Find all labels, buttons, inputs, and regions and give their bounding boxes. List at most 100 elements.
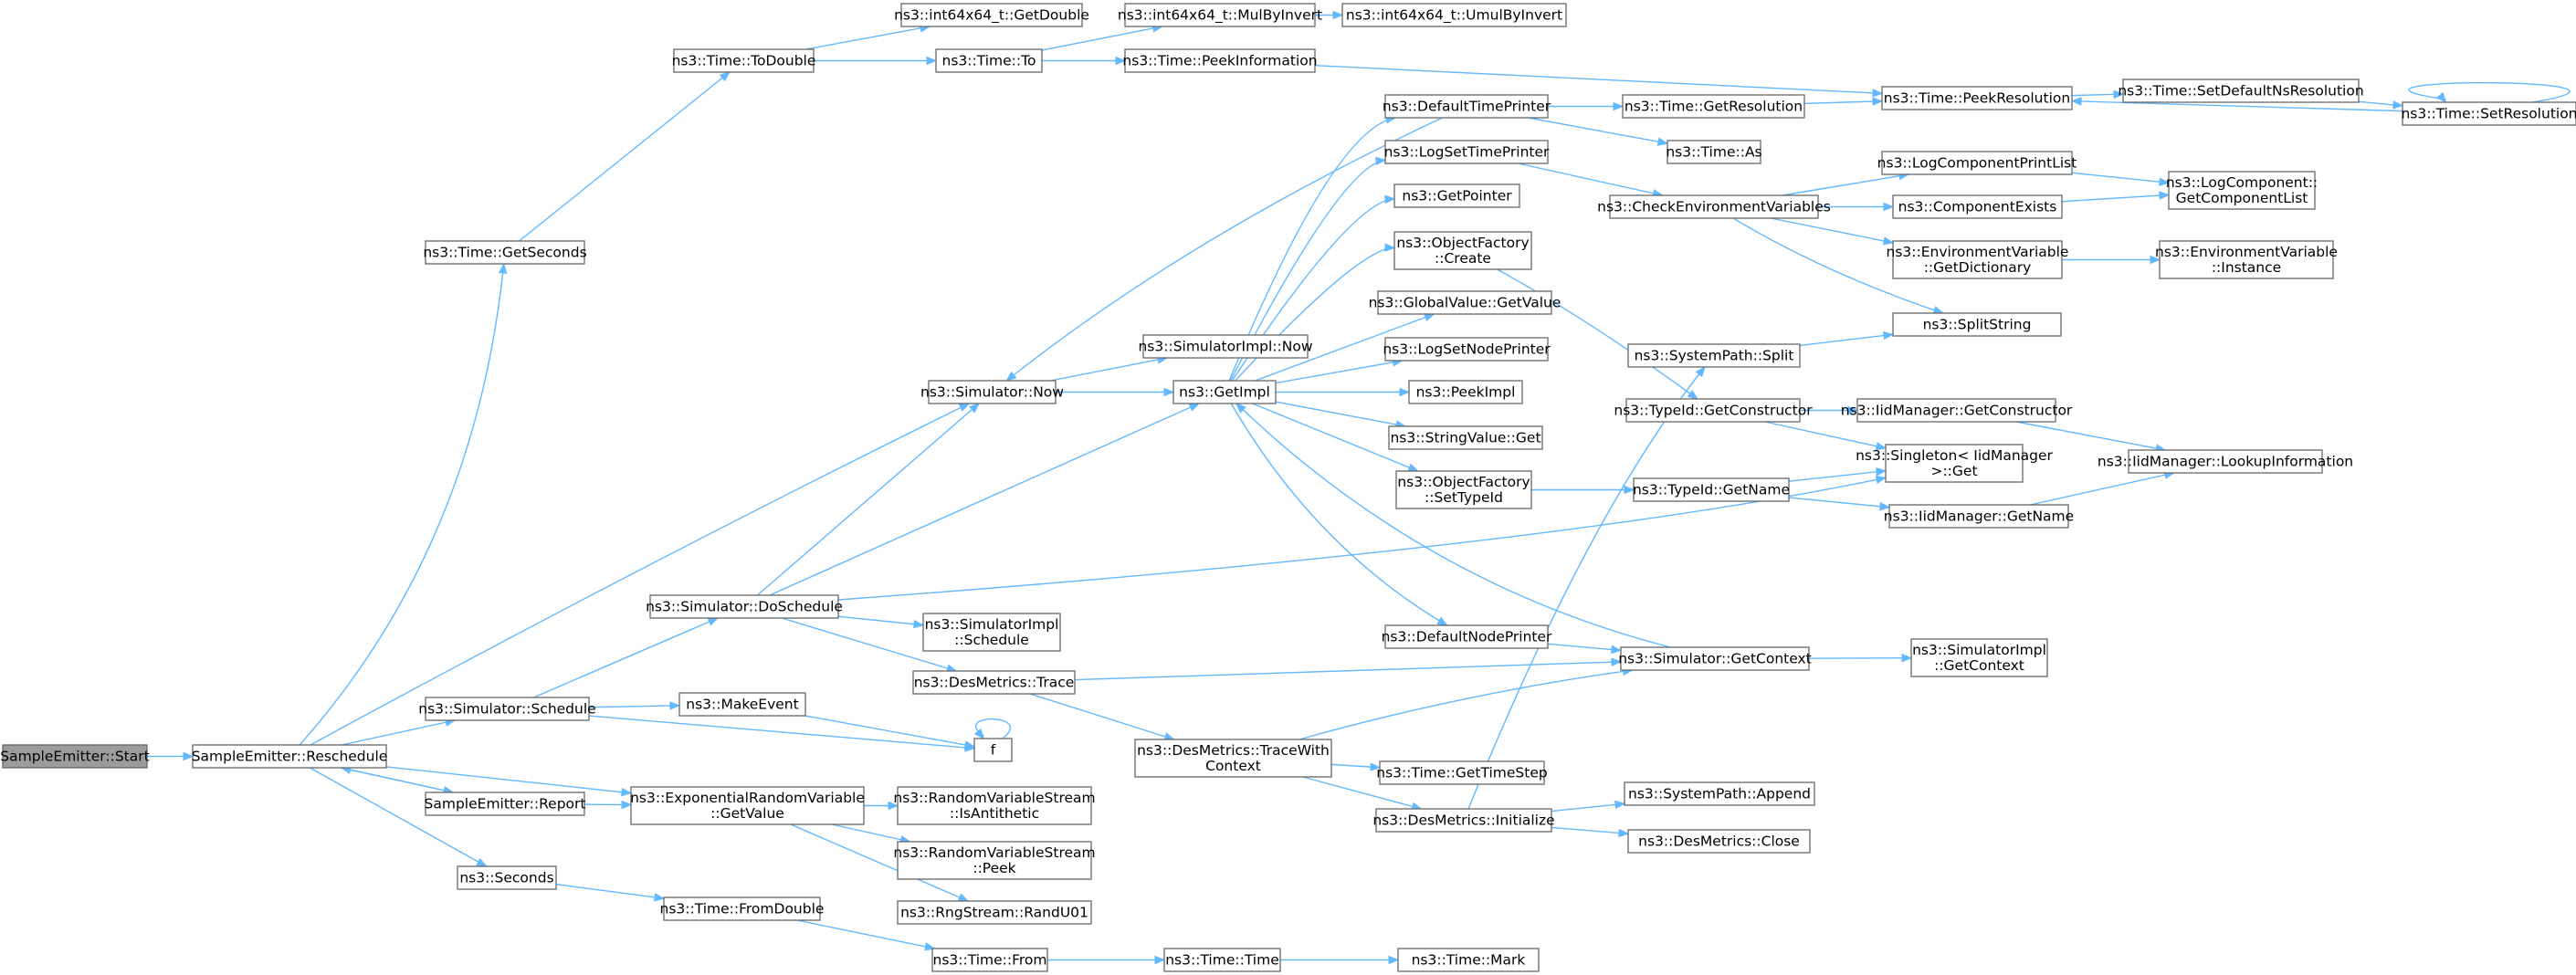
node-defnp[interactable]: ns3::DefaultNodePrinter [1382,624,1552,649]
arrowhead [1614,800,1626,810]
node-resched[interactable]: SampleEmitter::Reschedule [192,744,388,769]
node-box [1393,231,1532,270]
node-timemark[interactable]: ns3::Time::Mark [1397,948,1540,972]
call-edge-simdosched-to-getimpl [769,403,1200,596]
node-setres[interactable]: ns3::Time::SetResolution [2401,101,2576,126]
node-label: ns3::Time::PeekResolution [1884,90,2070,107]
node-getimpl[interactable]: ns3::GetImpl [1172,380,1277,404]
node-exprvget[interactable]: ns3::ExponentialRandomVariable::GetValue [630,786,865,825]
arrowhead [957,893,970,902]
node-todouble[interactable]: ns3::Time::ToDouble [672,48,816,73]
node-desmclose[interactable]: ns3::DesMetrics::Close [1627,829,1811,854]
node-timetime[interactable]: ns3::Time::Time [1163,948,1281,972]
node-setdefres[interactable]: ns3::Time::SetDefaultNsResolution [2118,79,2364,103]
node-simdosched[interactable]: ns3::Simulator::DoSchedule [646,594,843,619]
node-simnow[interactable]: ns3::Simulator::Now [920,380,1064,404]
node-logcpl[interactable]: ns3::LogComponentPrintList [1877,151,2077,175]
node-desmtrace[interactable]: ns3::DesMetrics::Trace [912,670,1076,695]
node-logsnp[interactable]: ns3::LogSetNodePrinter [1383,337,1551,362]
node-rvsanti[interactable]: ns3::RandomVariableStream::IsAntithetic [893,786,1096,825]
node-start[interactable]: SampleEmitter::Start [0,744,150,769]
node-compex[interactable]: ns3::ComponentExists [1892,194,2063,219]
node-rvspeek[interactable]: ns3::RandomVariableStream::Peek [893,841,1096,880]
node-simsched[interactable]: ns3::Simulator::Schedule [418,697,596,721]
node-tidgetctor[interactable]: ns3::TypeId::GetConstructor [1614,398,1813,423]
node-deftp[interactable]: ns3::DefaultTimePrinter [1383,94,1551,119]
node-singleton[interactable]: ns3::Singleton< IidManager>::Get [1856,444,2054,483]
call-edge-getres-to-peekres [1803,100,1883,105]
node-label: ns3::int64x64_t::UmulByInvert [1346,7,1562,25]
node-splitstr[interactable]: ns3::SplitString [1892,312,2062,337]
arrowhead [719,71,731,82]
arrowhead [926,56,938,66]
node-peekinfo[interactable]: ns3::Time::PeekInformation [1122,48,1318,73]
arrowhead [963,740,976,750]
node-timegetstep[interactable]: ns3::Time::GetTimeStep [1376,760,1548,785]
call-edge-simdosched-to-desmtrace [781,617,957,672]
node-ofsettid[interactable]: ns3::ObjectFactory::SetTypeId [1395,470,1532,509]
node-label: ns3::Singleton< IidManager [1856,447,2053,464]
node-box [649,594,839,619]
node-iidgetname[interactable]: ns3::IidManager::GetName [1884,504,2074,529]
node-label: ::GetValue [710,805,784,822]
arrowhead [1624,485,1635,495]
call-edge-desmtrace-to-desmtracectx [1029,693,1175,740]
node-iidlookup[interactable]: ns3::IidManager::LookupInformation [2098,449,2353,474]
arrowhead [1384,194,1396,204]
node-logcgcl[interactable]: ns3::LogComponent::GetComponentList [2166,171,2318,210]
node-label: ::Instance [2212,259,2281,276]
node-envgetdict[interactable]: ns3::EnvironmentVariable::GetDictionary [1887,240,2069,279]
node-iidgetctor[interactable]: ns3::IidManager::GetConstructor [1841,398,2073,423]
node-label: ns3::Simulator::Schedule [418,701,595,718]
node-label: ns3::DesMetrics::Initialize [1372,812,1554,829]
call-edge-setres-to-setres [2408,81,2571,103]
node-randu01[interactable]: ns3::RngStream::RandU01 [897,900,1092,925]
node-getdouble[interactable]: ns3::int64x64_t::GetDouble [894,3,1089,27]
node-box [1379,760,1545,785]
node-box [1163,948,1281,972]
node-label: ns3::GetPointer [1402,188,1512,204]
call-edge-getsec-to-todouble [519,71,731,242]
node-report[interactable]: SampleEmitter::Report [425,792,586,816]
node-umulbyinv[interactable]: ns3::int64x64_t::UmulByInvert [1341,3,1567,27]
arrowhead [1687,389,1699,400]
node-seconds[interactable]: ns3::Seconds [457,865,557,890]
node-label: ns3::Time::SetResolution [2401,106,2576,122]
node-spsplit[interactable]: ns3::SystemPath::Split [1627,343,1801,368]
node-timeto[interactable]: ns3::Time::To [935,48,1043,73]
node-label: ns3::Time::GetSeconds [423,245,586,261]
node-getres[interactable]: ns3::Time::GetResolution [1622,94,1805,119]
call-edge-getimpl-to-logstp [1229,159,1386,382]
node-simimplctx[interactable]: ns3::SimulatorImpl::GetContext [1910,638,2048,677]
node-ofcreate[interactable]: ns3::ObjectFactory::Create [1393,231,1532,270]
node-mulbyinv[interactable]: ns3::int64x64_t::MulByInvert [1118,3,1322,27]
node-simimplnow[interactable]: ns3::SimulatorImpl::Now [1138,334,1313,359]
node-strvget[interactable]: ns3::StringValue::Get [1388,425,1543,450]
node-logstp[interactable]: ns3::LogSetTimePrinter [1384,140,1550,164]
node-spappend[interactable]: ns3::SystemPath::Append [1624,781,1815,806]
call-edge-checkenv-to-envgetdict [1771,217,1894,244]
node-peekres[interactable]: ns3::Time::PeekResolution [1881,86,2073,110]
node-box [2128,449,2323,474]
node-getptr[interactable]: ns3::GetPointer [1393,183,1520,208]
node-label: ns3::StringValue::Get [1390,430,1540,446]
node-makeevent[interactable]: ns3::MakeEvent [678,692,806,717]
node-desminit[interactable]: ns3::DesMetrics::Initialize [1372,808,1555,833]
arrowhead [1618,828,1630,838]
node-label: ns3::LogComponent:: [2166,174,2318,191]
node-box [2,744,148,769]
node-checkenv[interactable]: ns3::CheckEnvironmentVariables [1597,194,1831,219]
node-box [1124,3,1316,27]
node-timeas[interactable]: ns3::Time::As [1666,140,1762,164]
node-timefrom[interactable]: ns3::Time::From [931,948,1048,972]
node-peekimpl[interactable]: ns3::PeekImpl [1408,380,1523,404]
node-envinst[interactable]: ns3::EnvironmentVariable::Instance [2155,240,2338,279]
node-tidgetname[interactable]: ns3::TypeId::GetName [1633,477,1790,502]
node-f[interactable]: f [973,738,1013,762]
node-simgetctx[interactable]: ns3::Simulator::GetContext [1618,646,1812,671]
node-fromdouble[interactable]: ns3::Time::FromDouble [660,896,825,921]
node-gvget[interactable]: ns3::GlobalValue::GetValue [1369,290,1561,315]
node-simimplsched[interactable]: ns3::SimulatorImpl::Schedule [922,613,1061,652]
node-getsec[interactable]: ns3::Time::GetSeconds [423,240,587,265]
